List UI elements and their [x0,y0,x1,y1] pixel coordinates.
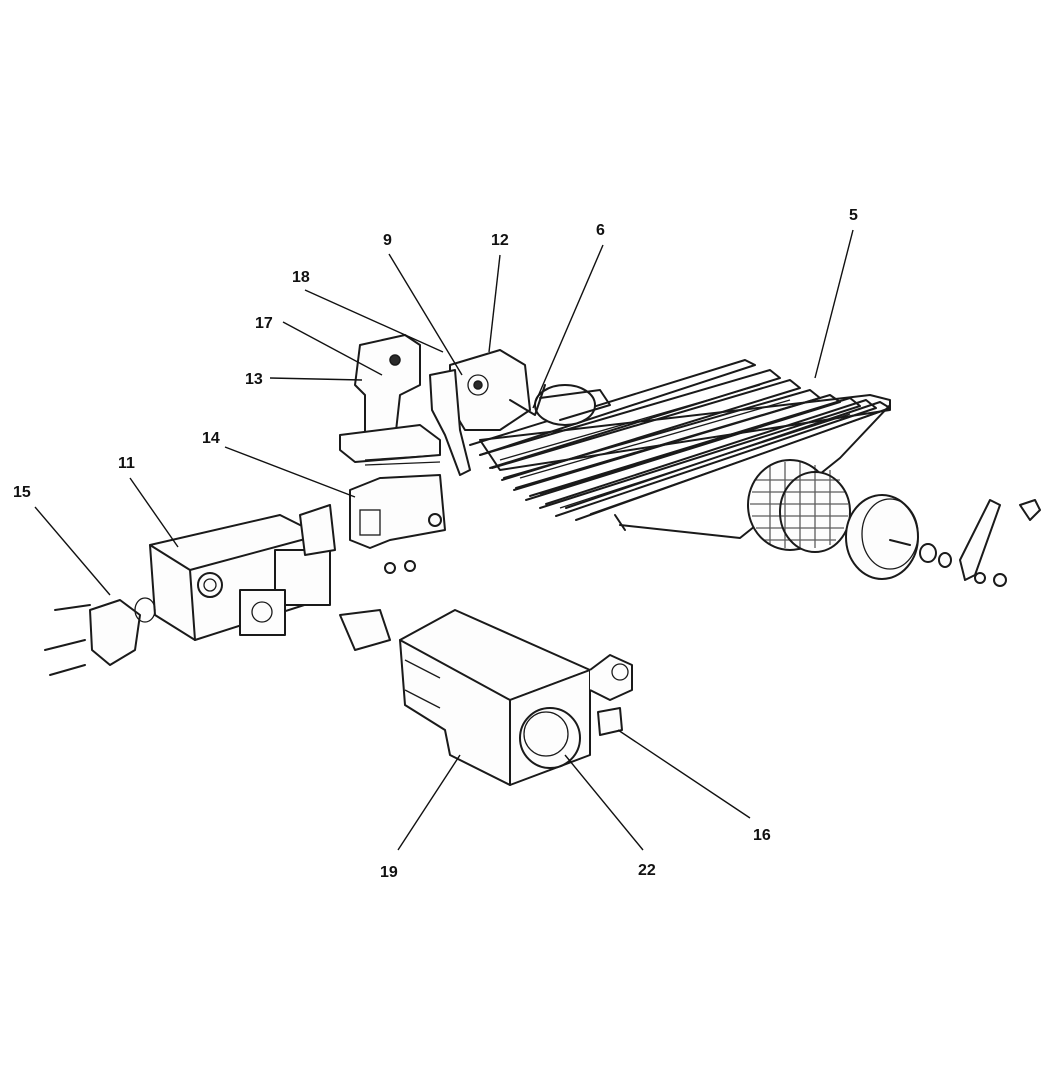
leader-9 [388,253,463,376]
callout-13: 13 [245,371,263,388]
leader-12 [488,254,501,353]
leader-14 [224,446,356,498]
leader-22 [564,754,644,851]
end-cap [845,494,1041,587]
leader-6 [532,244,604,409]
callout-labels: 5 6 9 11 12 13 14 15 16 17 18 19 22 [13,207,858,881]
callout-14: 14 [202,430,220,447]
leader-17 [282,321,383,376]
leader-11 [129,477,179,548]
leader-16 [617,729,751,819]
burner-assembly [469,359,891,539]
callout-12: 12 [491,232,509,249]
pilot-assembly [339,334,546,476]
callout-5: 5 [849,207,858,224]
callout-11: 11 [118,455,135,472]
leader-19 [397,754,461,851]
mesh-filter [747,459,851,553]
callout-19: 19 [380,864,398,881]
gas-valve [44,504,391,676]
leader-13 [269,377,363,381]
leader-lines [34,229,854,851]
part-14-block [349,474,446,574]
control-housing [399,609,633,786]
callout-22: 22 [638,862,656,879]
callout-9: 9 [383,232,392,249]
leader-15 [34,506,111,596]
callout-15: 15 [13,484,31,501]
callout-18: 18 [292,269,310,286]
leader-18 [304,289,444,353]
callout-16: 16 [753,827,771,844]
callout-6: 6 [596,222,605,239]
leader-5 [814,229,854,379]
callout-17: 17 [255,315,273,332]
